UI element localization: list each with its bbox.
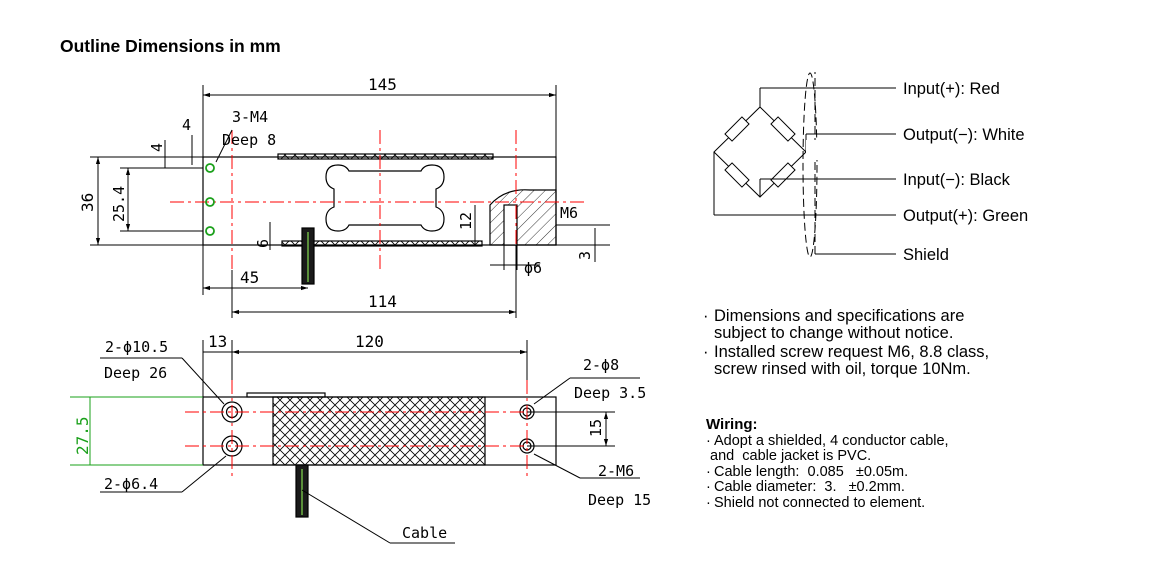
dim-edge-y: 4 (148, 143, 166, 152)
dim-cable-offset: 45 (240, 268, 259, 287)
bottom-crosshatch (272, 396, 486, 466)
dim-right-pitch: 15 (587, 419, 605, 437)
dim-cable-height: 6 (254, 239, 272, 248)
width-dimension (70, 396, 203, 466)
thread-holes-depth: Deep 15 (588, 491, 651, 509)
top-holes (205, 163, 215, 236)
dim-width: 27.5 (73, 416, 92, 455)
wiring-note: ·Shield not connected to element. (706, 495, 926, 511)
wiring-heading: Wiring: (706, 416, 758, 433)
cable-label: Cable (402, 524, 447, 542)
top-view (202, 153, 557, 285)
wire-label-input-pos: Input(+): Red (903, 80, 1000, 98)
top-centerlines (170, 130, 585, 270)
dim-edge-x: 4 (182, 116, 191, 134)
section-hatch (489, 189, 557, 246)
thread-size: M6 (560, 204, 578, 222)
thread-diameter: ϕ6 (524, 259, 542, 277)
dim-mount-span: 114 (368, 292, 397, 311)
note-line: screw rinsed with oil, torque 10Nm. (714, 360, 971, 378)
dim-hole-span: 120 (355, 332, 384, 351)
m4-hole-icon (205, 197, 215, 207)
wire-label-shield: Shield (903, 246, 949, 264)
dim-hole-span: 25.4 (110, 186, 128, 222)
dim-height: 36 (78, 193, 97, 212)
hole-depth: Deep 8 (222, 131, 276, 149)
thread-bore (503, 204, 518, 246)
top-recess (277, 153, 494, 160)
right-holes-callout: 2-ϕ8 (583, 356, 619, 374)
wiring-note: ·Adopt a shielded, 4 conductor cable, (706, 433, 949, 449)
bone-slot (325, 164, 445, 232)
page-title: Outline Dimensions in mm (60, 36, 281, 56)
bottom-recess (281, 240, 483, 247)
dim-thread-bottom: 3 (576, 251, 594, 260)
dim-left-offset: 13 (208, 332, 227, 351)
wiring-note: ·Cable diameter: 3. ±0.2mm. (706, 479, 905, 495)
m4-hole-icon (205, 226, 215, 236)
note-line: ·Dimensions and specifications are (703, 307, 965, 325)
wiring-note: ·Cable length: 0.085 ±0.05m. (706, 464, 909, 480)
note-line: subject to change without notice. (714, 324, 954, 342)
thread-holes-callout: 2-M6 (598, 462, 634, 480)
dim-overall-length: 145 (368, 75, 397, 94)
left-holes-callout: 2-ϕ10.5 (105, 338, 168, 356)
wiring-note: and cable jacket is PVC. (710, 448, 872, 464)
right-holes-depth: Deep 3.5 (574, 384, 646, 402)
wire-label-output-neg: Output(−): White (903, 126, 1025, 144)
note-line: ·Installed screw request M6, 8.8 class, (703, 343, 990, 361)
bottom-top-lip (246, 392, 326, 398)
m4-hole-icon (205, 163, 215, 173)
wire-label-output-pos: Output(+): Green (903, 207, 1028, 225)
hole-callout: 3-M4 (232, 108, 268, 126)
wire-label-input-neg: Input(−): Black (903, 171, 1011, 189)
left-holes-depth: Deep 26 (104, 364, 167, 382)
dim-thread-depth: 12 (457, 212, 475, 230)
bottom-centerlines (185, 380, 575, 480)
wheatstone-bridge (713, 72, 896, 258)
thru-holes-callout: 2-ϕ6.4 (104, 475, 158, 493)
